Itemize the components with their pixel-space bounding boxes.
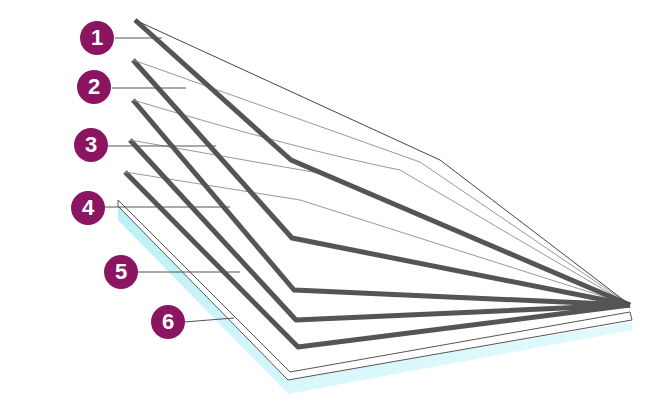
leader-lines — [105, 38, 240, 322]
callout-number: 2 — [77, 70, 111, 104]
callout-number: 6 — [151, 305, 185, 339]
callout-number: 1 — [80, 21, 114, 55]
callout-number: 3 — [74, 128, 108, 162]
callout-number: 5 — [104, 255, 138, 289]
callout-number: 4 — [71, 191, 105, 225]
